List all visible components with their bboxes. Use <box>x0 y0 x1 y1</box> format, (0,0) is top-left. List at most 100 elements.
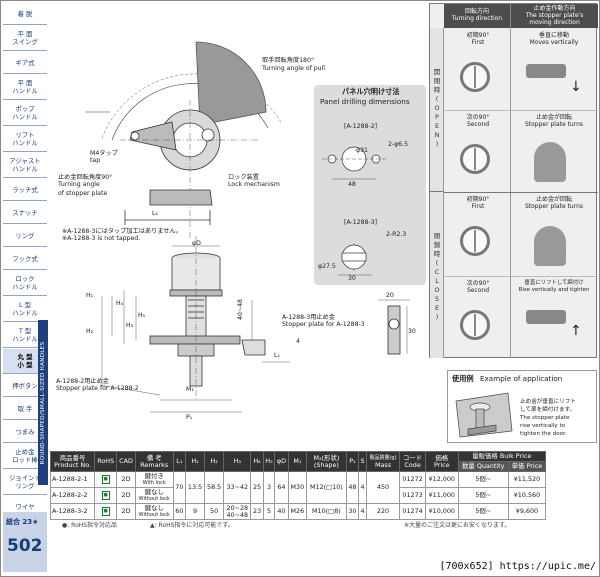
close-step1-dial-icon <box>460 226 490 256</box>
panel-model2-r: 2-R2.3 <box>386 231 407 238</box>
sidebar-item-11[interactable]: ロック ハンドル <box>3 271 47 296</box>
sidebar-item-5[interactable]: リフト ハンドル <box>3 127 47 152</box>
th-l1: L₁ <box>172 451 187 472</box>
panel-model1: [A-1288-2] <box>344 123 378 130</box>
sidebar-item-15[interactable]: 押ボタン <box>3 375 47 397</box>
dim-p1: P₁ <box>186 414 193 421</box>
pull-angle-en: Turning angle of pull <box>262 65 326 72</box>
rohs-badge-icon: ● <box>101 491 110 500</box>
panel-model1-hole: 2-φ6.5 <box>388 141 409 148</box>
open-step1-dial-icon <box>460 62 490 92</box>
close-step2-up-arrow-icon: ↑ <box>570 323 582 339</box>
sidebar-vertical-label: ROUND-SHAPED/SMALL-SIZED HANDLES <box>38 320 48 485</box>
note-rohs-compliant: ●: RoHS指令対応品 <box>62 522 118 529</box>
open-step1-down-arrow-icon: ↓ <box>570 79 582 95</box>
th-cad: CAD <box>116 451 136 472</box>
dim-h3: H₃ <box>126 322 134 329</box>
application-example: 使用例 Example of application 止め金が垂直にリフト して… <box>447 370 597 443</box>
close-step2-turn: 次の90°Second <box>466 280 490 294</box>
panel-model2: [A-1288-3] <box>344 219 378 226</box>
sidebar-item-18[interactable]: 止め金 ロッド棒 <box>3 444 47 469</box>
panel-model2-width: 30 <box>348 275 356 282</box>
dim-h5: H₅ <box>138 312 146 319</box>
sidebar-item-2[interactable]: ギア式 <box>3 52 47 74</box>
dim-phi-d: φD <box>192 240 201 247</box>
sidebar-item-19[interactable]: ジョイント リング <box>3 470 47 495</box>
sidebar-item-10[interactable]: フック式 <box>3 248 47 270</box>
th-p1: P₁ <box>345 451 360 472</box>
sidebar-item-17[interactable]: つまみ <box>3 421 47 443</box>
panel-drilling-drawing <box>322 146 388 276</box>
th-mass: 製品質量(g)Mass <box>365 451 401 472</box>
sidebar-item-6[interactable]: アジャスト ハンドル <box>3 153 47 178</box>
open-step2-plate-icon <box>534 142 566 182</box>
dim-range: 40~48 <box>236 299 244 320</box>
th-m2: M₂(形状)(Shape) <box>306 451 347 472</box>
dim-20: 20 <box>386 292 394 299</box>
open-step2-dial-icon <box>460 144 490 174</box>
panel-title-jp: パネル穴明け寸法 <box>342 87 400 96</box>
sidebar-item-3[interactable]: 平 面 ハンドル <box>3 75 47 100</box>
close-step2-plate-icon <box>526 310 566 324</box>
sidebar-item-9[interactable]: リング <box>3 225 47 247</box>
motion-direction-panel: 回転方向 Turning direction 止め金作動方向 The stopp… <box>429 3 598 358</box>
th-quantity: 数量 Quantity <box>457 461 509 472</box>
sidebar-item-0[interactable]: 着 脱 <box>3 3 47 25</box>
sidebar-item-12[interactable]: L 型 ハンドル <box>3 297 47 322</box>
note-bulk-order: ※大量のご注文は更にお安くなります。 <box>404 522 511 529</box>
th-d: φD <box>274 451 289 472</box>
dim-4: 4 <box>296 338 300 345</box>
stopper-3-jp: A-1288-3用止め金 <box>282 314 335 321</box>
catalog-page-tab: 総合 23★ 502 <box>3 512 47 572</box>
app-desc-en1: The stopper plate <box>520 415 570 421</box>
dim-h2: H₂ <box>86 328 94 335</box>
sidebar-item-4[interactable]: ポップ ハンドル <box>3 101 47 126</box>
dim-l1-side: L₁ <box>274 352 280 359</box>
app-desc-en3: tighten the door. <box>520 431 567 437</box>
th-unit-price: 単価 Price <box>507 461 547 472</box>
sidebar-item-7[interactable]: ラッチ式 <box>3 179 47 201</box>
m4-tap-en: tap <box>90 157 101 164</box>
motion-col-move: 止め金作動方向 The stopper plate's moving direc… <box>510 4 598 28</box>
tap-note-en: ※A-1288-3 is not tapped. <box>62 235 141 242</box>
th-rohs: RoHS <box>94 451 118 472</box>
dim-l1-top: L₁ <box>152 210 158 217</box>
m4-tap-jp: M4タップ <box>90 150 118 157</box>
app-title-jp: 使用例 <box>452 374 474 383</box>
sidebar-item-13[interactable]: T 型 ハンドル <box>3 323 47 348</box>
lock-en: Lock mechanism <box>228 181 280 188</box>
open-step1-plate-icon <box>526 64 566 78</box>
motion-open-label: 開 閉 時 ( O P E N ) <box>430 28 444 192</box>
sidebar-item-16[interactable]: 取 手 <box>3 398 47 420</box>
open-step1-turn: 初期90°First <box>466 32 490 46</box>
th-h4: H₄ <box>250 451 264 472</box>
dim-m1: M₁ <box>186 386 194 393</box>
sidebar-item-8[interactable]: スナッチ <box>3 202 47 224</box>
catalog-version: 総合 23★ <box>6 518 39 526</box>
panel-title-en: Panel drilling dimensions <box>320 97 410 106</box>
watermark: [700x652] https://upic.me/ <box>439 561 596 572</box>
stopper-angle-en2: of stopper plate <box>58 190 108 197</box>
sidebar-item-1[interactable]: 平 面 スイング <box>3 26 47 51</box>
close-step1-turn: 初期90°First <box>466 196 490 210</box>
th-h2: H₂ <box>204 451 225 472</box>
th-s: S <box>358 451 367 472</box>
close-step2-dial-icon <box>460 310 490 340</box>
note-rohs-available: ▲: RoHS指令に対応可能です。 <box>150 522 234 529</box>
rohs-badge-icon: ● <box>101 507 110 516</box>
pull-angle-jp: 取手回転角度180° <box>262 57 315 64</box>
close-step1-plate-icon <box>534 226 566 266</box>
panel-model2-dia: φ27.5 <box>318 263 336 270</box>
dim-30: 30 <box>408 328 416 335</box>
th-h5: H₅ <box>262 451 276 472</box>
tap-note-jp: ※A-1288-3にはタップ加工はありません。 <box>62 228 182 235</box>
